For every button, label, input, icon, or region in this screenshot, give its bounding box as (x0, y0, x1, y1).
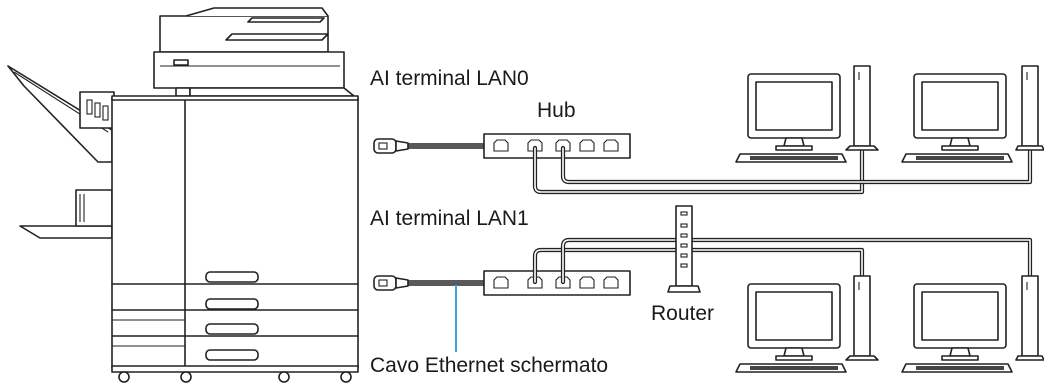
printer-icon (7, 7, 359, 383)
desktop-computer-icon (901, 275, 1044, 373)
cable-hub-to-pc2 (560, 145, 1033, 185)
rj45-connector-icon (373, 138, 409, 154)
desktop-computer-icon (901, 65, 1044, 163)
lan0-label: AI terminal LAN0 (370, 67, 529, 90)
lan1-label: AI terminal LAN1 (370, 207, 529, 230)
cable-hub-to-pc4 (560, 237, 1033, 285)
hub-icon (483, 270, 631, 296)
rj45-connector-icon (373, 275, 409, 291)
router-label: Router (651, 302, 714, 325)
cable-label: Cavo Ethernet schermato (370, 354, 608, 377)
hub-label: Hub (537, 99, 576, 122)
router-icon (667, 205, 701, 293)
hub-icon (483, 133, 631, 159)
desktop-computer-icon (735, 65, 879, 163)
desktop-computer-icon (735, 275, 879, 373)
